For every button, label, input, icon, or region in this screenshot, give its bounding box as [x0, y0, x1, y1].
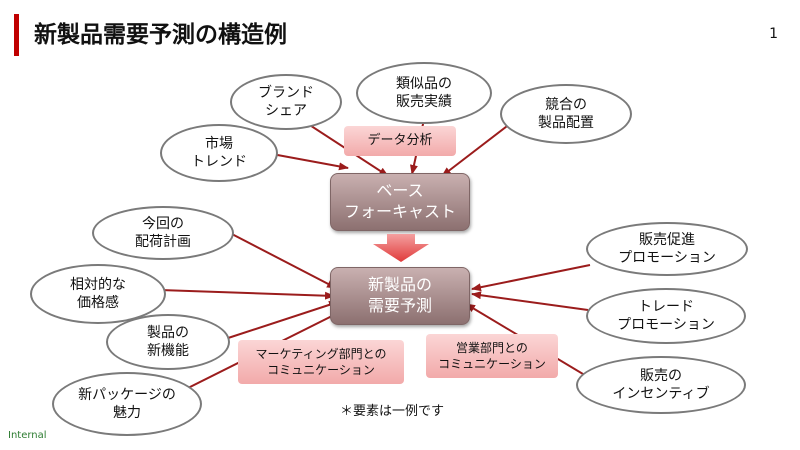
input-similar-sales: 類似品の 販売実績: [356, 62, 492, 124]
input-market-trend: 市場 トレンド: [160, 124, 278, 182]
input-sales-promotion: 販売促進 プロモーション: [586, 222, 748, 276]
footnote: ＊要素は一例です: [340, 404, 445, 419]
base-forecast-box: ベース フォーキャスト: [330, 173, 470, 231]
input-shipment-plan: 今回の 配荷計画: [92, 206, 234, 260]
down-arrow-icon: [373, 234, 429, 262]
new-product-forecast-box: 新製品の 需要予測: [330, 267, 470, 325]
input-brand-share: ブランド シェア: [230, 74, 342, 130]
arrow-market-trend: [271, 153, 349, 171]
input-trade-promotion: トレード プロモーション: [586, 288, 746, 344]
arrow-relative-price: [159, 289, 335, 300]
input-competitor-placement: 競合の 製品配置: [500, 84, 632, 144]
arrow-shipment-plan: [227, 231, 337, 289]
title-accent-bar: [14, 14, 19, 56]
arrow-new-function: [221, 301, 339, 341]
input-relative-price: 相対的な 価格感: [30, 264, 166, 324]
input-new-function: 製品の 新機能: [106, 314, 230, 370]
page-number: 1: [769, 26, 778, 42]
tag-sales-communication: 営業部門との コミュニケーション: [426, 334, 558, 378]
input-sales-incentive: 販売の インセンティブ: [576, 356, 746, 414]
input-new-package: 新パッケージの 魅力: [52, 372, 202, 436]
tag-data-analysis: データ分析: [344, 126, 456, 156]
classification-label: Internal: [8, 430, 47, 441]
slide-title: 新製品需要予測の構造例: [34, 22, 287, 48]
arrow-trade-promotion: [471, 291, 589, 311]
arrow-sales-promotion: [471, 264, 591, 292]
tag-marketing-communication: マーケティング部門との コミュニケーション: [238, 340, 404, 384]
